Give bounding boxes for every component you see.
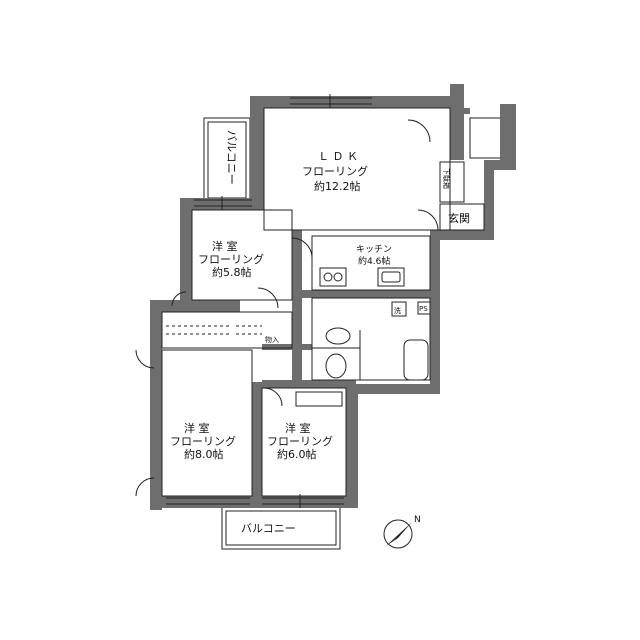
ps-label: PS <box>419 305 428 313</box>
north-compass-icon: N <box>383 515 421 549</box>
shoe-box-label: 下駄箱 <box>442 168 451 189</box>
sink-icon <box>377 267 405 287</box>
ldk-floor: フローリング <box>302 164 368 178</box>
ldk-size: 約12.2帖 <box>314 179 361 193</box>
western3-size: 約6.0帖 <box>277 447 317 461</box>
western1-floor: フローリング <box>198 252 264 266</box>
balcony-bottom-label: バルコニー <box>241 522 296 535</box>
balcony-top-label: バルコニー <box>225 130 238 185</box>
western2-floor: フローリング <box>170 434 236 448</box>
western1-name: 洋 室 <box>212 239 238 253</box>
washbasin-icon <box>325 327 351 345</box>
western3-floor: フローリング <box>267 434 333 448</box>
walls <box>150 84 516 510</box>
kitchen-size: 約4.6帖 <box>358 255 390 267</box>
kitchen-name: キッチン <box>356 244 392 255</box>
storage-label: 物入 <box>265 335 279 344</box>
ldk-name: Ｌ Ｄ Ｋ <box>318 150 358 163</box>
western3-name: 洋 室 <box>285 421 311 435</box>
western2-name: 洋 室 <box>184 421 210 435</box>
toilet-icon <box>325 353 347 379</box>
washer-label: 洗 <box>394 306 401 315</box>
western1-size: 約5.8帖 <box>212 265 252 279</box>
entrance-label: 玄関 <box>448 211 470 225</box>
north-label: N <box>414 515 421 525</box>
bathtub-icon <box>403 339 429 381</box>
western2-size: 約8.0帖 <box>184 447 224 461</box>
stove-icon <box>319 267 347 287</box>
